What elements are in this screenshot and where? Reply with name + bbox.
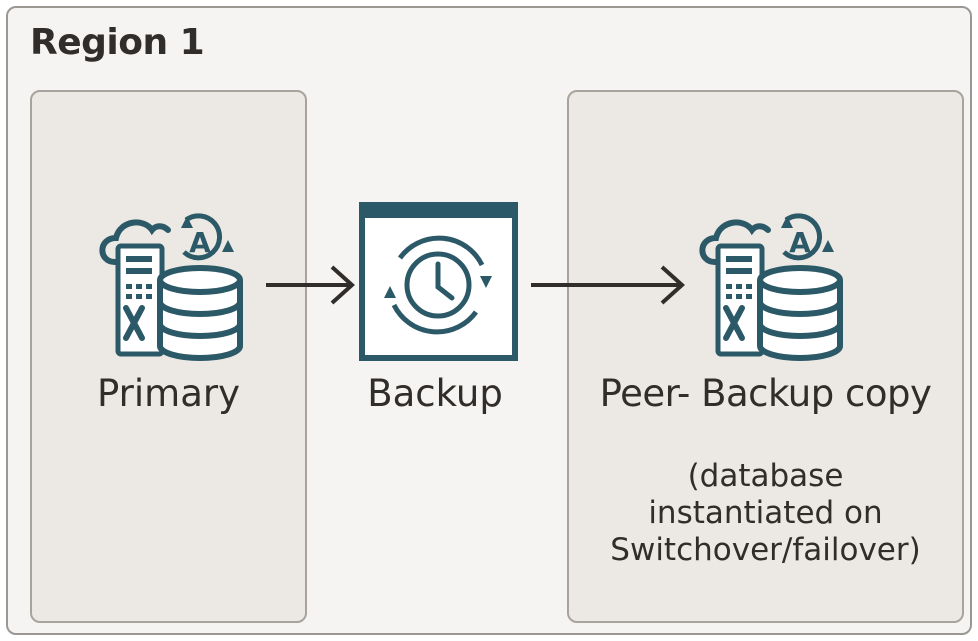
note-line: instantiated on [648,495,883,531]
backup-label: Backup [367,372,503,415]
arrow-backup-to-peer [531,265,685,305]
peer-backup-label: Peer- Backup copy [599,372,932,415]
region-title: Region 1 [30,22,205,63]
note-line: (database [687,458,844,494]
backup-clock-icon [359,202,518,361]
arrow-primary-to-backup [266,265,355,305]
peer-backup-note: (database instantiated on Switchover/fai… [567,458,964,569]
note-line: Switchover/failover) [610,532,921,568]
primary-database-icon [102,216,240,358]
primary-label: Primary [97,372,240,415]
peer-backup-panel [567,90,964,623]
peer-database-icon [702,216,840,358]
